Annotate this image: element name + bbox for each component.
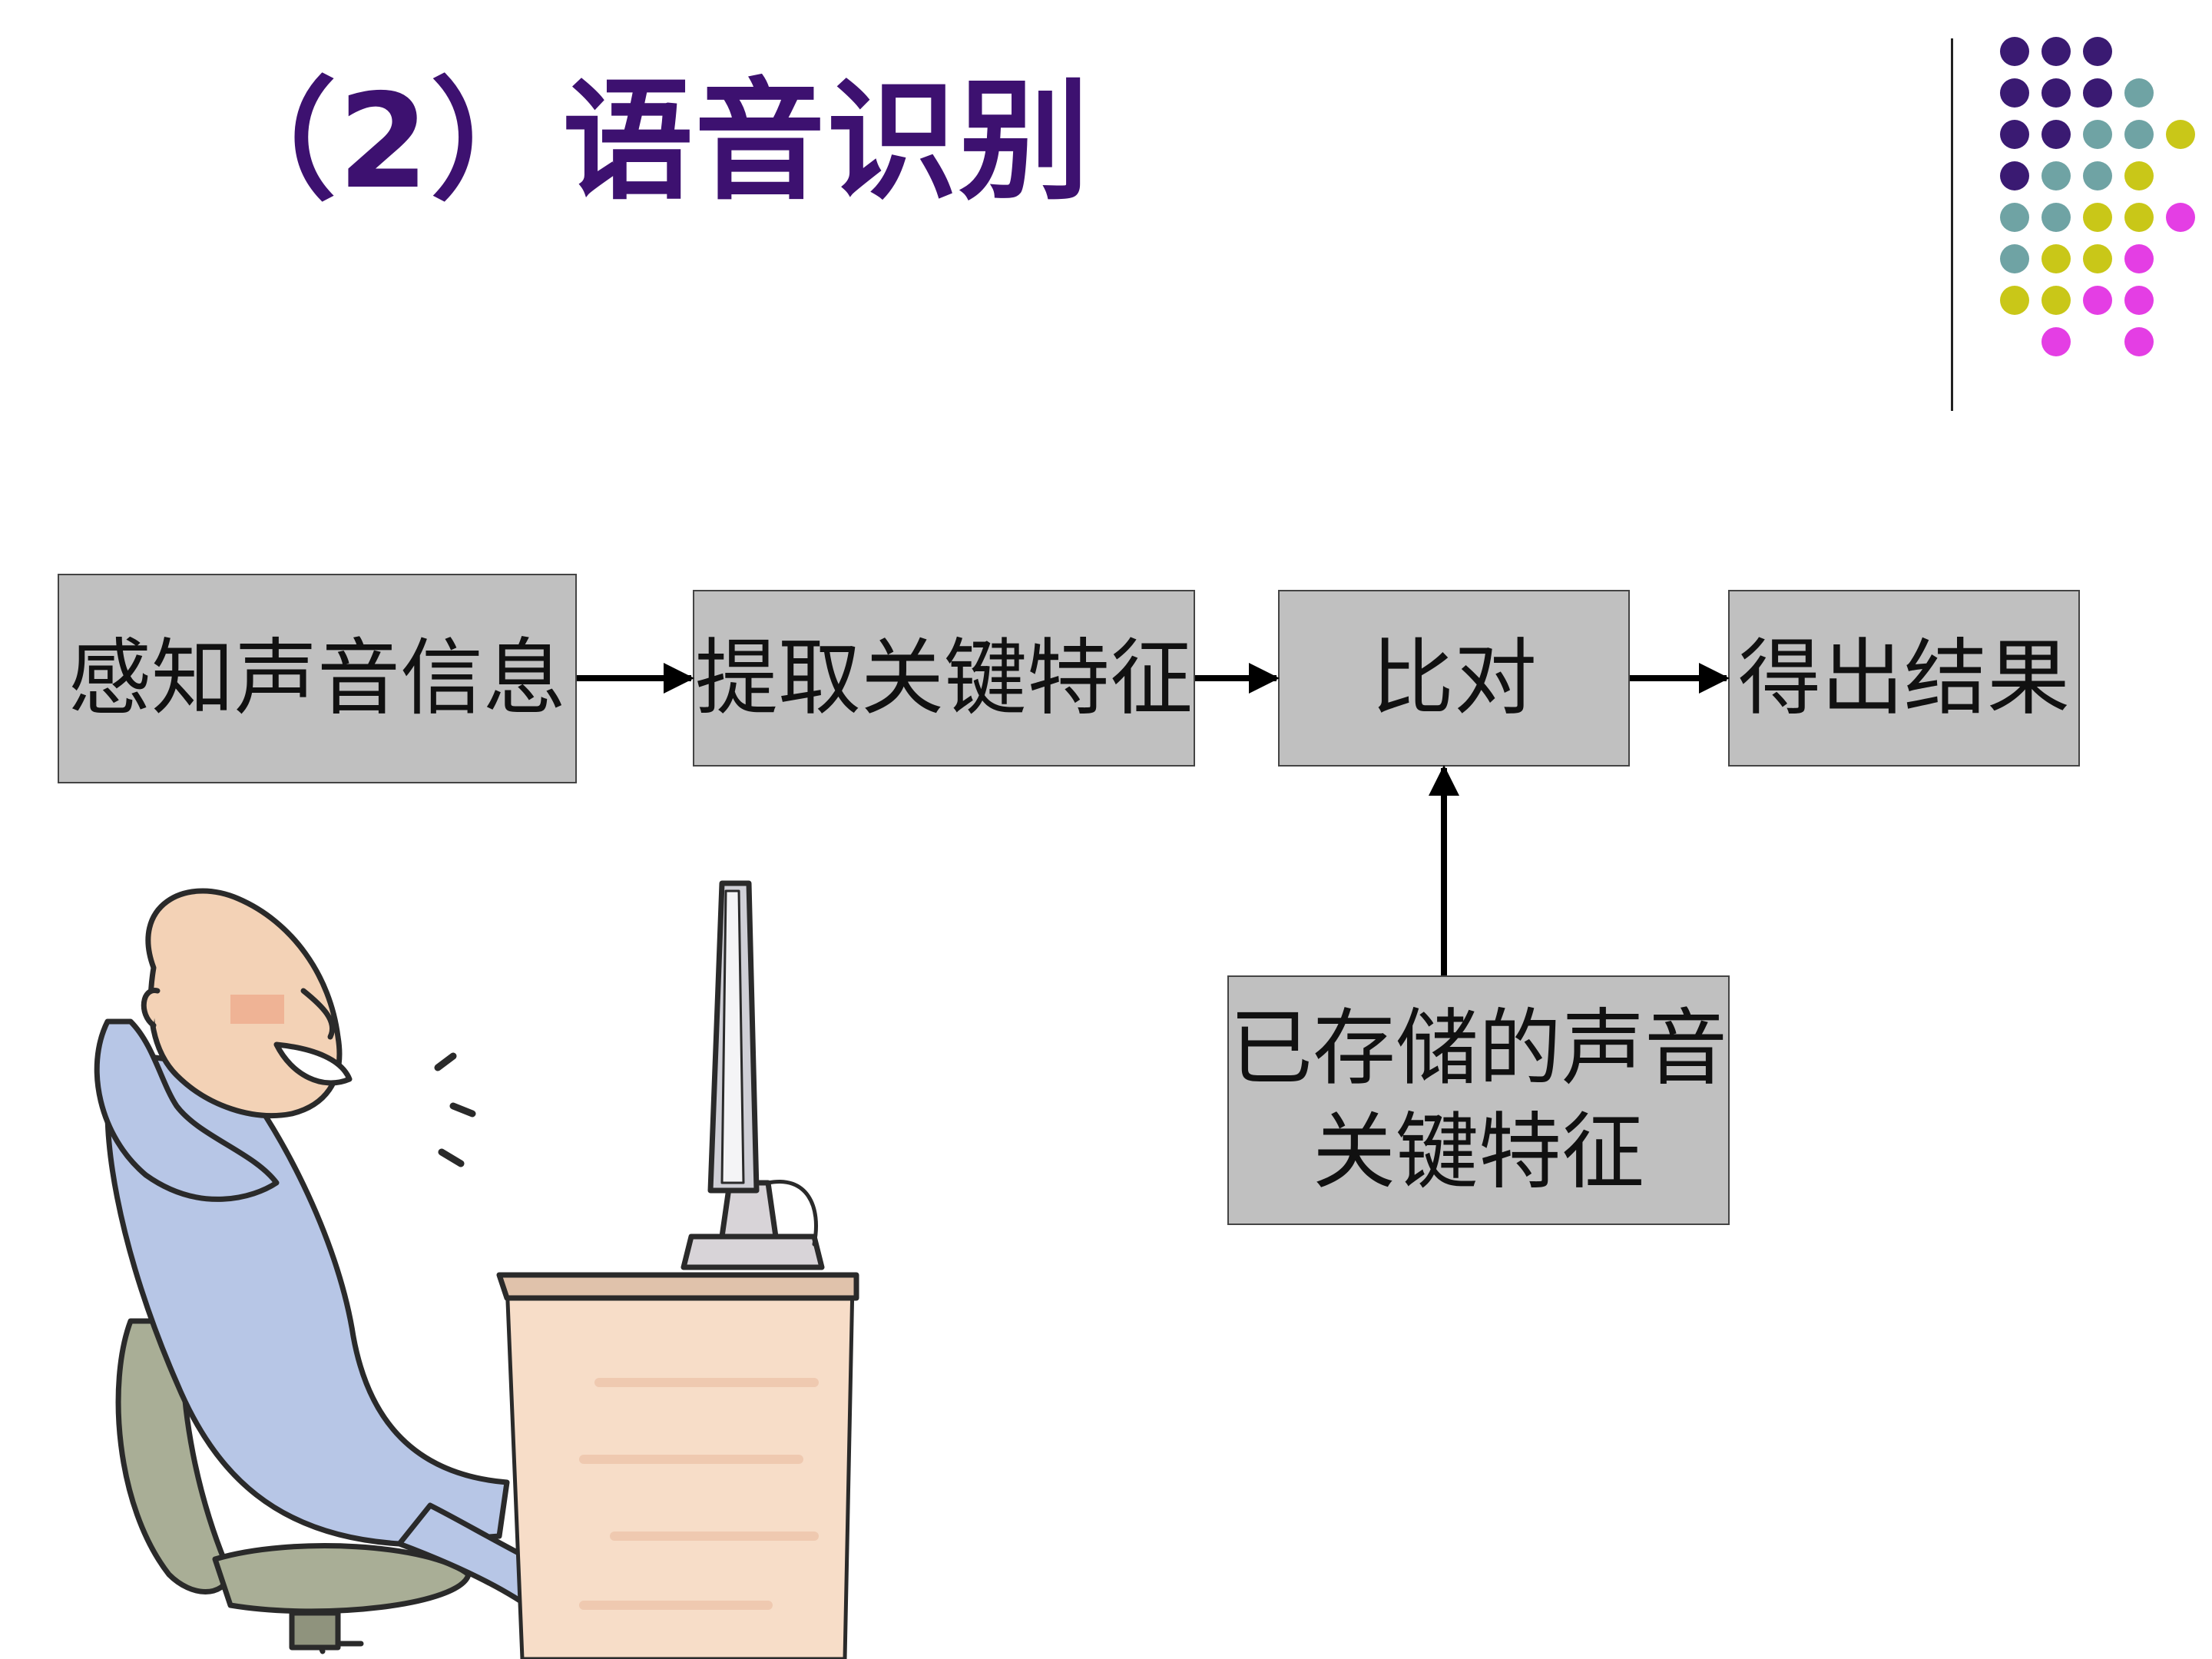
node-get-result: 得出结果 [1728, 590, 2080, 767]
decorative-dot [2041, 120, 2071, 149]
title-divider-line [1951, 38, 1953, 411]
decorative-dot [2000, 78, 2029, 108]
decorative-dot [2083, 37, 2112, 66]
decorative-dot [2124, 327, 2154, 356]
decorative-dot [2124, 203, 2154, 232]
decorative-dot [2083, 78, 2112, 108]
decorative-dot [2041, 37, 2071, 66]
decorative-dot [2041, 161, 2071, 190]
node-label-line-2: 关键特征 [1312, 1104, 1644, 1200]
decorative-dot [2000, 161, 2029, 190]
decorative-dot [2083, 120, 2112, 149]
decorative-dot [2041, 286, 2071, 315]
decorative-dot [2000, 203, 2029, 232]
node-sense-sound-info: 感知声音信息 [58, 574, 577, 783]
node-label-line-1: 已存储的声音 [1229, 1000, 1727, 1097]
decorative-dot [2083, 244, 2112, 273]
decorative-dot [2000, 120, 2029, 149]
decorative-dot [2000, 37, 2029, 66]
decorative-dot [2124, 120, 2154, 149]
decorative-dot [2166, 203, 2195, 232]
decorative-dot [2124, 161, 2154, 190]
decorative-dot [2000, 286, 2029, 315]
decorative-dot [2124, 286, 2154, 315]
decorative-dot [2000, 244, 2029, 273]
decorative-dot [2083, 203, 2112, 232]
decorative-dot [2083, 286, 2112, 315]
decorative-dot [2124, 78, 2154, 108]
decorative-dot [2166, 120, 2195, 149]
node-label: 比对 [1370, 630, 1537, 727]
node-extract-key-features: 提取关键特征 [693, 590, 1195, 767]
decorative-dot [2124, 244, 2154, 273]
node-label: 感知声音信息 [68, 631, 566, 727]
slide-title: （2）语音识别 [206, 66, 1091, 218]
node-stored-sound-features: 已存储的声音 关键特征 [1227, 975, 1730, 1225]
decorative-dot [2041, 203, 2071, 232]
decorative-dot [2083, 161, 2112, 190]
decorative-dot [2041, 327, 2071, 356]
node-label: 得出结果 [1737, 630, 2070, 727]
node-label: 提取关键特征 [694, 630, 1193, 727]
decorative-dot [2041, 244, 2071, 273]
node-compare: 比对 [1278, 590, 1630, 767]
decorative-dot [2041, 78, 2071, 108]
